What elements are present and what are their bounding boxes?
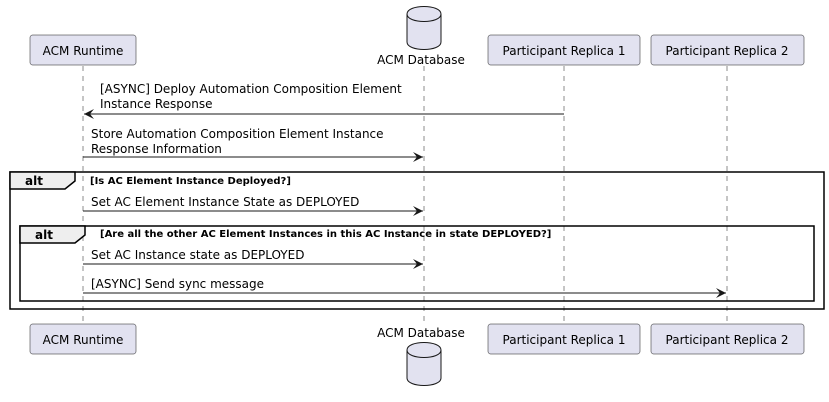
participant-replica-2-top: Participant Replica 2 — [650, 34, 805, 66]
participant-runtime-bottom-label: ACM Runtime — [43, 333, 124, 347]
svg-text:Set AC Element Instance State: Set AC Element Instance State as DEPLOYE… — [91, 195, 359, 209]
alt-inner-condition: [Are all the other AC Element Instances … — [100, 229, 551, 240]
svg-text:[ASYNC] Send sync message: [ASYNC] Send sync message — [91, 277, 264, 291]
svg-text:Store Automation Composition E: Store Automation Composition Element Ins… — [91, 127, 384, 141]
participant-runtime-top: ACM Runtime — [29, 34, 137, 66]
participant-replica-2-bottom-label: Participant Replica 2 — [666, 333, 789, 347]
alt-outer-keyword: alt — [25, 174, 43, 188]
participant-replica-2-bottom: Participant Replica 2 — [650, 323, 805, 355]
participant-replica-1-top: Participant Replica 1 — [487, 34, 641, 66]
message-set-instance-state: Set AC Instance state as DEPLOYED — [83, 248, 423, 269]
alt-group-outer: alt [Is AC Element Instance Deployed?] — [9, 171, 825, 310]
message-deploy-response: [ASYNC] Deploy Automation Composition El… — [84, 82, 564, 119]
alt-group-inner: alt [Are all the other AC Element Instan… — [19, 225, 815, 302]
svg-text:[ASYNC] Deploy Automation Comp: [ASYNC] Deploy Automation Composition El… — [100, 82, 402, 96]
participant-database-bottom-label: ACM Database — [377, 326, 465, 340]
participant-runtime-top-label: ACM Runtime — [43, 44, 124, 58]
participant-replica-1-bottom: Participant Replica 1 — [487, 323, 641, 355]
participant-database-bottom: ACM Database — [377, 326, 465, 386]
participant-replica-1-top-label: Participant Replica 1 — [503, 44, 626, 58]
participant-replica-2-top-label: Participant Replica 2 — [666, 44, 789, 58]
svg-text:Set AC Instance state as DEPLO: Set AC Instance state as DEPLOYED — [91, 248, 304, 262]
database-icon — [406, 342, 442, 386]
database-icon — [406, 6, 442, 50]
participant-runtime-bottom: ACM Runtime — [29, 323, 137, 355]
alt-inner-keyword: alt — [35, 228, 53, 242]
participant-database-top: ACM Database — [377, 6, 465, 67]
message-store-response: Store Automation Composition Element Ins… — [83, 127, 423, 162]
participant-replica-1-bottom-label: Participant Replica 1 — [503, 333, 626, 347]
message-send-sync: [ASYNC] Send sync message — [83, 277, 726, 298]
participant-database-top-label: ACM Database — [377, 53, 465, 67]
alt-outer-condition: [Is AC Element Instance Deployed?] — [90, 176, 291, 187]
svg-text:Instance Response: Instance Response — [100, 97, 213, 111]
svg-text:Response Information: Response Information — [91, 142, 222, 156]
message-set-element-state: Set AC Element Instance State as DEPLOYE… — [83, 195, 423, 216]
